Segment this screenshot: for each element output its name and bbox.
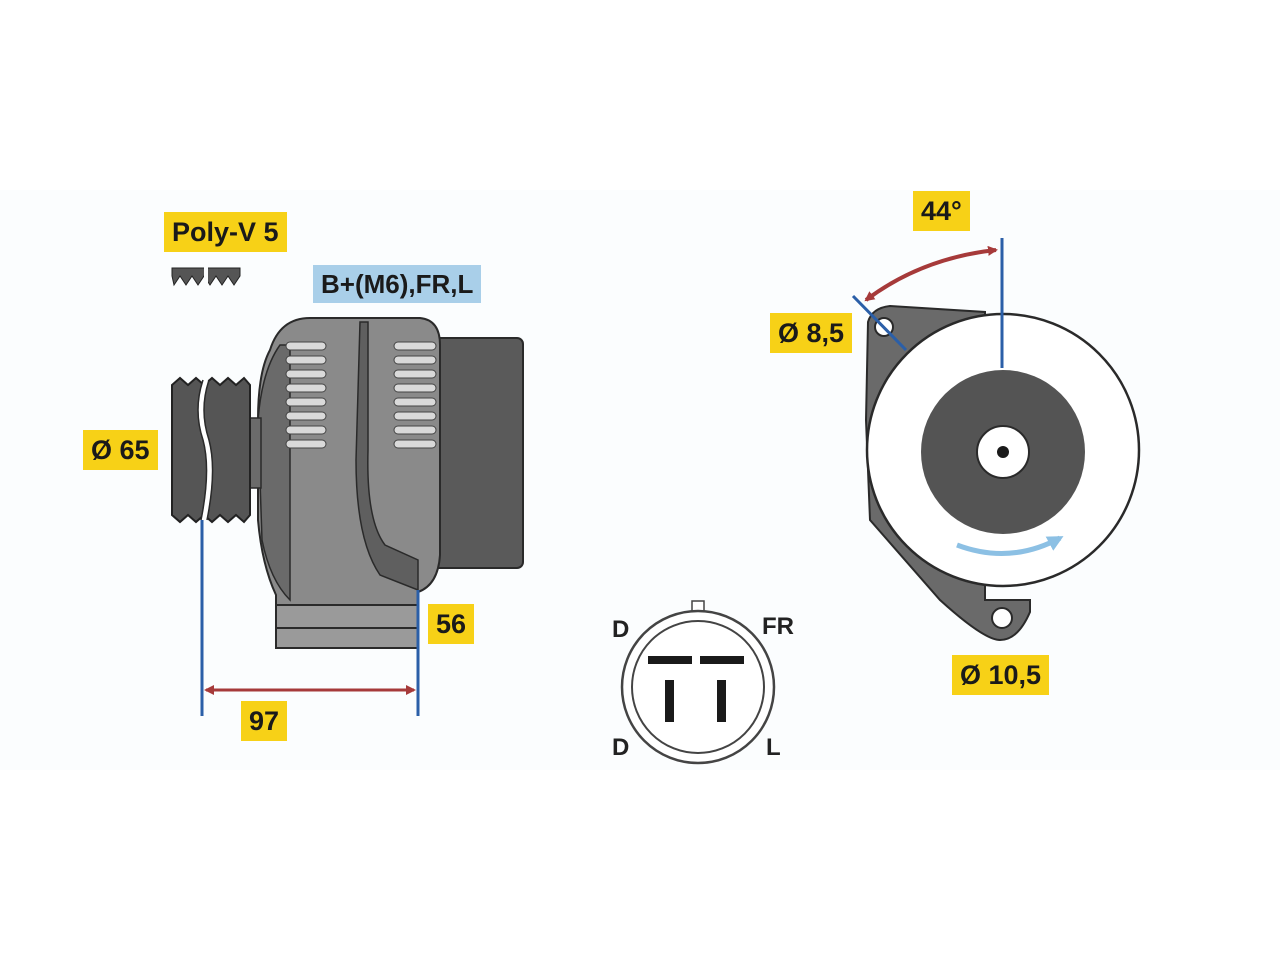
- poly-v-belt-icon: [171, 266, 241, 290]
- mount-offset-label: 56: [428, 604, 475, 644]
- belt-type-label: Poly-V 5: [164, 212, 287, 252]
- connector-plug: [620, 600, 776, 765]
- upper-hole-label: Ø 8,5: [770, 313, 853, 353]
- pin-label-bottom-right: L: [766, 734, 781, 761]
- lower-mount-hole: [991, 607, 1013, 629]
- housing-seam: [355, 321, 419, 592]
- lower-hole-label: Ø 10,5: [952, 655, 1050, 695]
- angle-arrow: [864, 245, 998, 302]
- pin-d-top: [648, 656, 692, 664]
- pin-label-top-right: FR: [762, 613, 794, 640]
- rotation-arrow-icon: [956, 535, 1064, 556]
- pin-label-top-left: D: [612, 616, 630, 643]
- dimension-lines-side: [200, 520, 420, 716]
- alternator-front-view: [864, 304, 1141, 642]
- pin-fr: [700, 656, 744, 664]
- rear-cover: [429, 337, 524, 569]
- front-shell: [257, 344, 291, 602]
- pin-d-bottom: [665, 680, 674, 722]
- mount-angle-label: 44°: [913, 191, 970, 231]
- terminals-label: B+(M6),FR,L: [313, 265, 482, 303]
- pin-l: [717, 680, 726, 722]
- cooling-slots-rear: [393, 341, 437, 449]
- alternator-side-view: [171, 317, 524, 649]
- mount-foot: [275, 604, 419, 649]
- angle-indicator: [851, 238, 1004, 368]
- pin-label-bottom-left: D: [612, 734, 630, 761]
- overall-length-label: 97: [241, 701, 288, 741]
- cooling-slots-front: [285, 341, 327, 449]
- pulley-diameter-label: Ø 65: [83, 430, 158, 470]
